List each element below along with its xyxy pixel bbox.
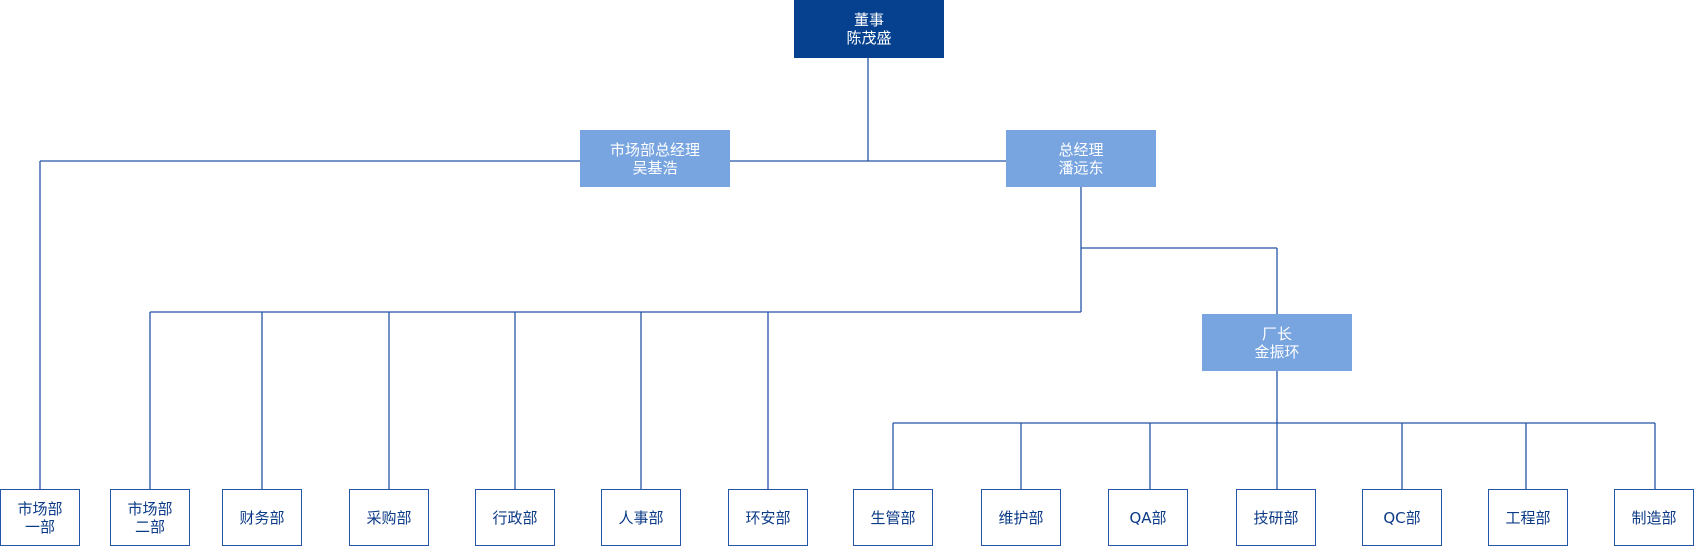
node-market-gm: 市场部总经理 吴基浩 — [580, 130, 730, 187]
node-label: 采购部 — [366, 508, 412, 527]
node-name: 潘远东 — [1058, 158, 1104, 177]
node-director: 董事 陈茂盛 — [794, 0, 944, 58]
node-label: 财务部 — [239, 508, 285, 527]
node-admin-dept: 行政部 — [475, 489, 555, 546]
node-maintenance-dept: 维护部 — [981, 489, 1061, 546]
node-rd-dept: 技研部 — [1236, 489, 1316, 546]
node-label: 维护部 — [998, 508, 1044, 527]
node-hr-dept: 人事部 — [601, 489, 681, 546]
node-label: 市场部 — [17, 499, 63, 518]
node-finance-dept: 财务部 — [222, 489, 302, 546]
node-label: 工程部 — [1505, 508, 1551, 527]
node-title: 董事 — [853, 11, 884, 29]
node-plant-manager: 厂长 金振环 — [1202, 314, 1352, 371]
node-label: QC部 — [1383, 508, 1421, 527]
node-label: 制造部 — [1631, 508, 1677, 527]
node-label: 市场部 — [127, 499, 173, 518]
node-label: 二部 — [134, 517, 165, 536]
node-title: 总经理 — [1058, 140, 1104, 159]
node-ehs-dept: 环安部 — [728, 489, 808, 546]
node-label: 行政部 — [492, 508, 538, 527]
node-name: 吴基浩 — [632, 158, 678, 177]
node-market-dept-1: 市场部 一部 — [0, 489, 80, 546]
node-qc-dept: QC部 — [1362, 489, 1442, 546]
node-market-dept-2: 市场部 二部 — [110, 489, 190, 546]
node-name: 金振环 — [1254, 342, 1300, 361]
node-title: 市场部总经理 — [609, 140, 700, 159]
node-label: 技研部 — [1253, 508, 1299, 527]
node-general-manager: 总经理 潘远东 — [1006, 130, 1156, 187]
node-engineering-dept: 工程部 — [1488, 489, 1568, 546]
node-label: QA部 — [1129, 508, 1167, 527]
node-purchase-dept: 采购部 — [349, 489, 429, 546]
node-title: 厂长 — [1261, 324, 1292, 343]
node-label: 人事部 — [618, 508, 664, 527]
node-qa-dept: QA部 — [1108, 489, 1188, 546]
node-label: 环安部 — [745, 508, 791, 527]
node-label: 一部 — [24, 517, 55, 536]
node-label: 生管部 — [870, 508, 916, 527]
node-production-mgmt-dept: 生管部 — [853, 489, 933, 546]
node-manufacturing-dept: 制造部 — [1614, 489, 1694, 546]
node-name: 陈茂盛 — [846, 29, 892, 47]
